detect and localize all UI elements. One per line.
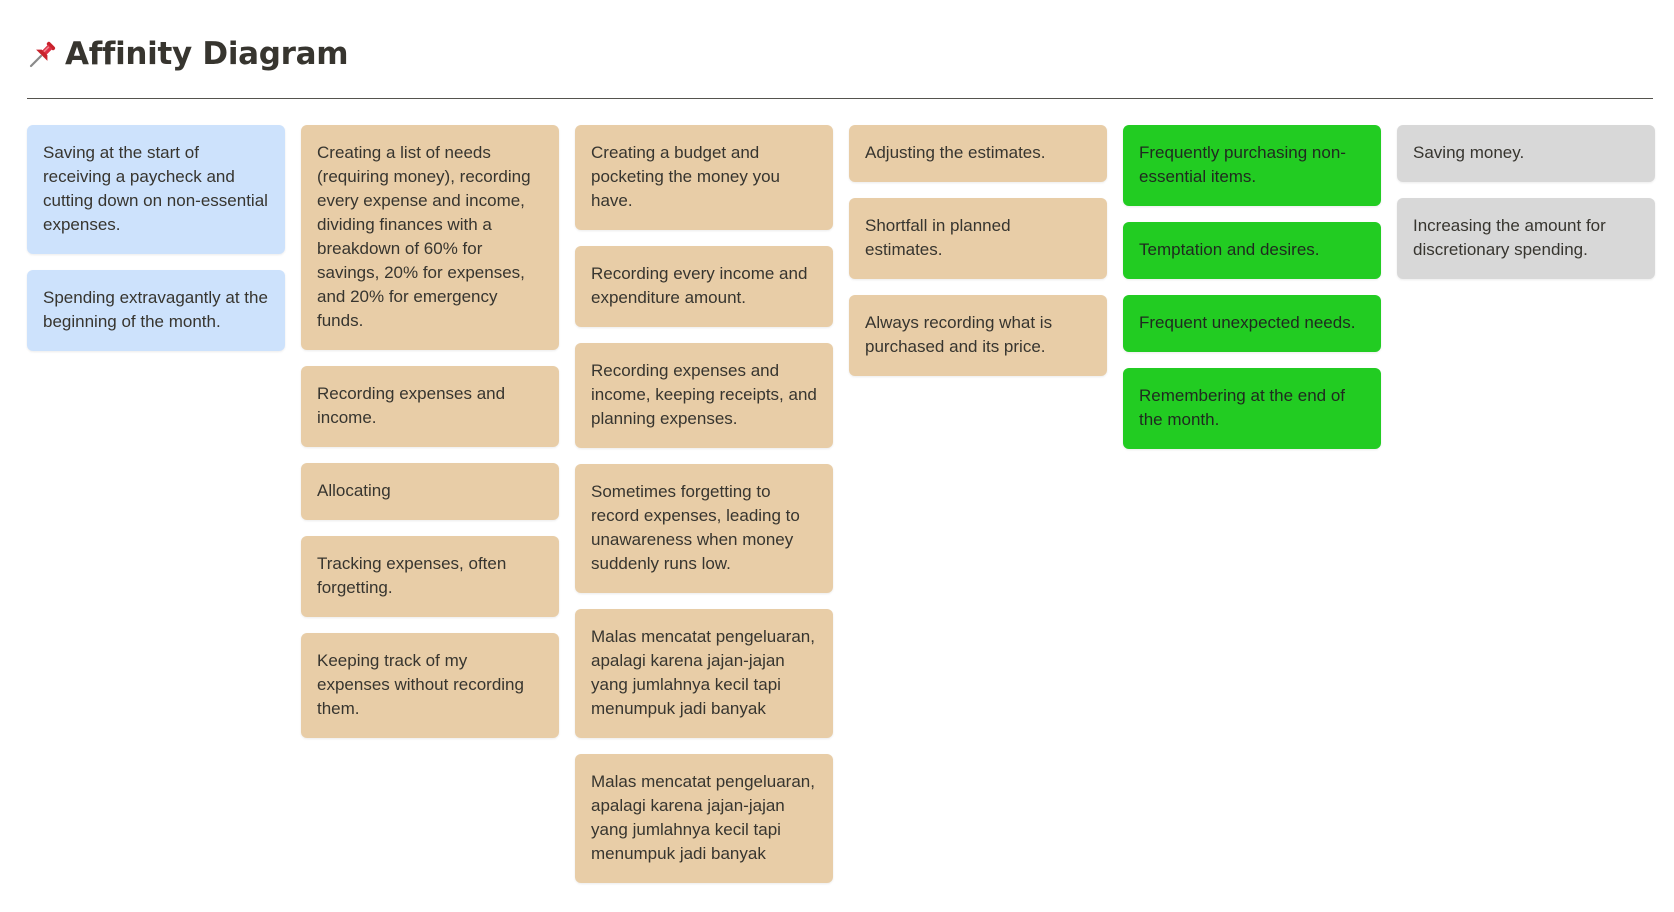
sticky-note-card[interactable]: Recording every income and expenditure a… — [575, 246, 833, 327]
title-divider — [27, 98, 1653, 99]
affinity-column: Frequently purchasing non-essential item… — [1123, 125, 1381, 883]
sticky-note-card[interactable]: Creating a budget and pocketing the mone… — [575, 125, 833, 230]
sticky-note-card[interactable]: Always recording what is purchased and i… — [849, 295, 1107, 376]
sticky-note-card[interactable]: Saving money. — [1397, 125, 1655, 182]
sticky-note-card[interactable]: Shortfall in planned estimates. — [849, 198, 1107, 279]
sticky-note-card[interactable]: Allocating — [301, 463, 559, 520]
sticky-note-card[interactable]: Frequent unexpected needs. — [1123, 295, 1381, 352]
sticky-note-card[interactable]: Increasing the amount for discretionary … — [1397, 198, 1655, 279]
sticky-note-card[interactable]: Malas mencatat pengeluaran, apalagi kare… — [575, 754, 833, 883]
sticky-note-card[interactable]: Tracking expenses, often forgetting. — [301, 536, 559, 617]
affinity-column: Creating a budget and pocketing the mone… — [575, 125, 833, 883]
affinity-column: Adjusting the estimates. Shortfall in pla… — [849, 125, 1107, 883]
affinity-column: Creating a list of needs (requiring mone… — [301, 125, 559, 883]
sticky-note-card[interactable]: Spending extravagantly at the beginning … — [27, 270, 285, 351]
affinity-column: Saving at the start of receiving a paych… — [27, 125, 285, 883]
page-header: Affinity Diagram — [27, 36, 349, 72]
affinity-column: Saving money. Increasing the amount for d… — [1397, 125, 1655, 883]
sticky-note-card[interactable]: Remembering at the end of the month. — [1123, 368, 1381, 449]
sticky-note-card[interactable]: Malas mencatat pengeluaran, apalagi kare… — [575, 609, 833, 738]
sticky-note-card[interactable]: Adjusting the estimates. — [849, 125, 1107, 182]
sticky-note-card[interactable]: Recording expenses and income, keeping r… — [575, 343, 833, 448]
page-title: Affinity Diagram — [65, 36, 349, 72]
sticky-note-card[interactable]: Temptation and desires. — [1123, 222, 1381, 279]
affinity-board: Saving at the start of receiving a paych… — [27, 125, 1655, 883]
sticky-note-card[interactable]: Sometimes forgetting to record expenses,… — [575, 464, 833, 593]
sticky-note-card[interactable]: Recording expenses and income. — [301, 366, 559, 447]
sticky-note-card[interactable]: Keeping track of my expenses without rec… — [301, 633, 559, 738]
pushpin-icon — [27, 38, 59, 70]
sticky-note-card[interactable]: Creating a list of needs (requiring mone… — [301, 125, 559, 350]
sticky-note-card[interactable]: Saving at the start of receiving a paych… — [27, 125, 285, 254]
sticky-note-card[interactable]: Frequently purchasing non-essential item… — [1123, 125, 1381, 206]
